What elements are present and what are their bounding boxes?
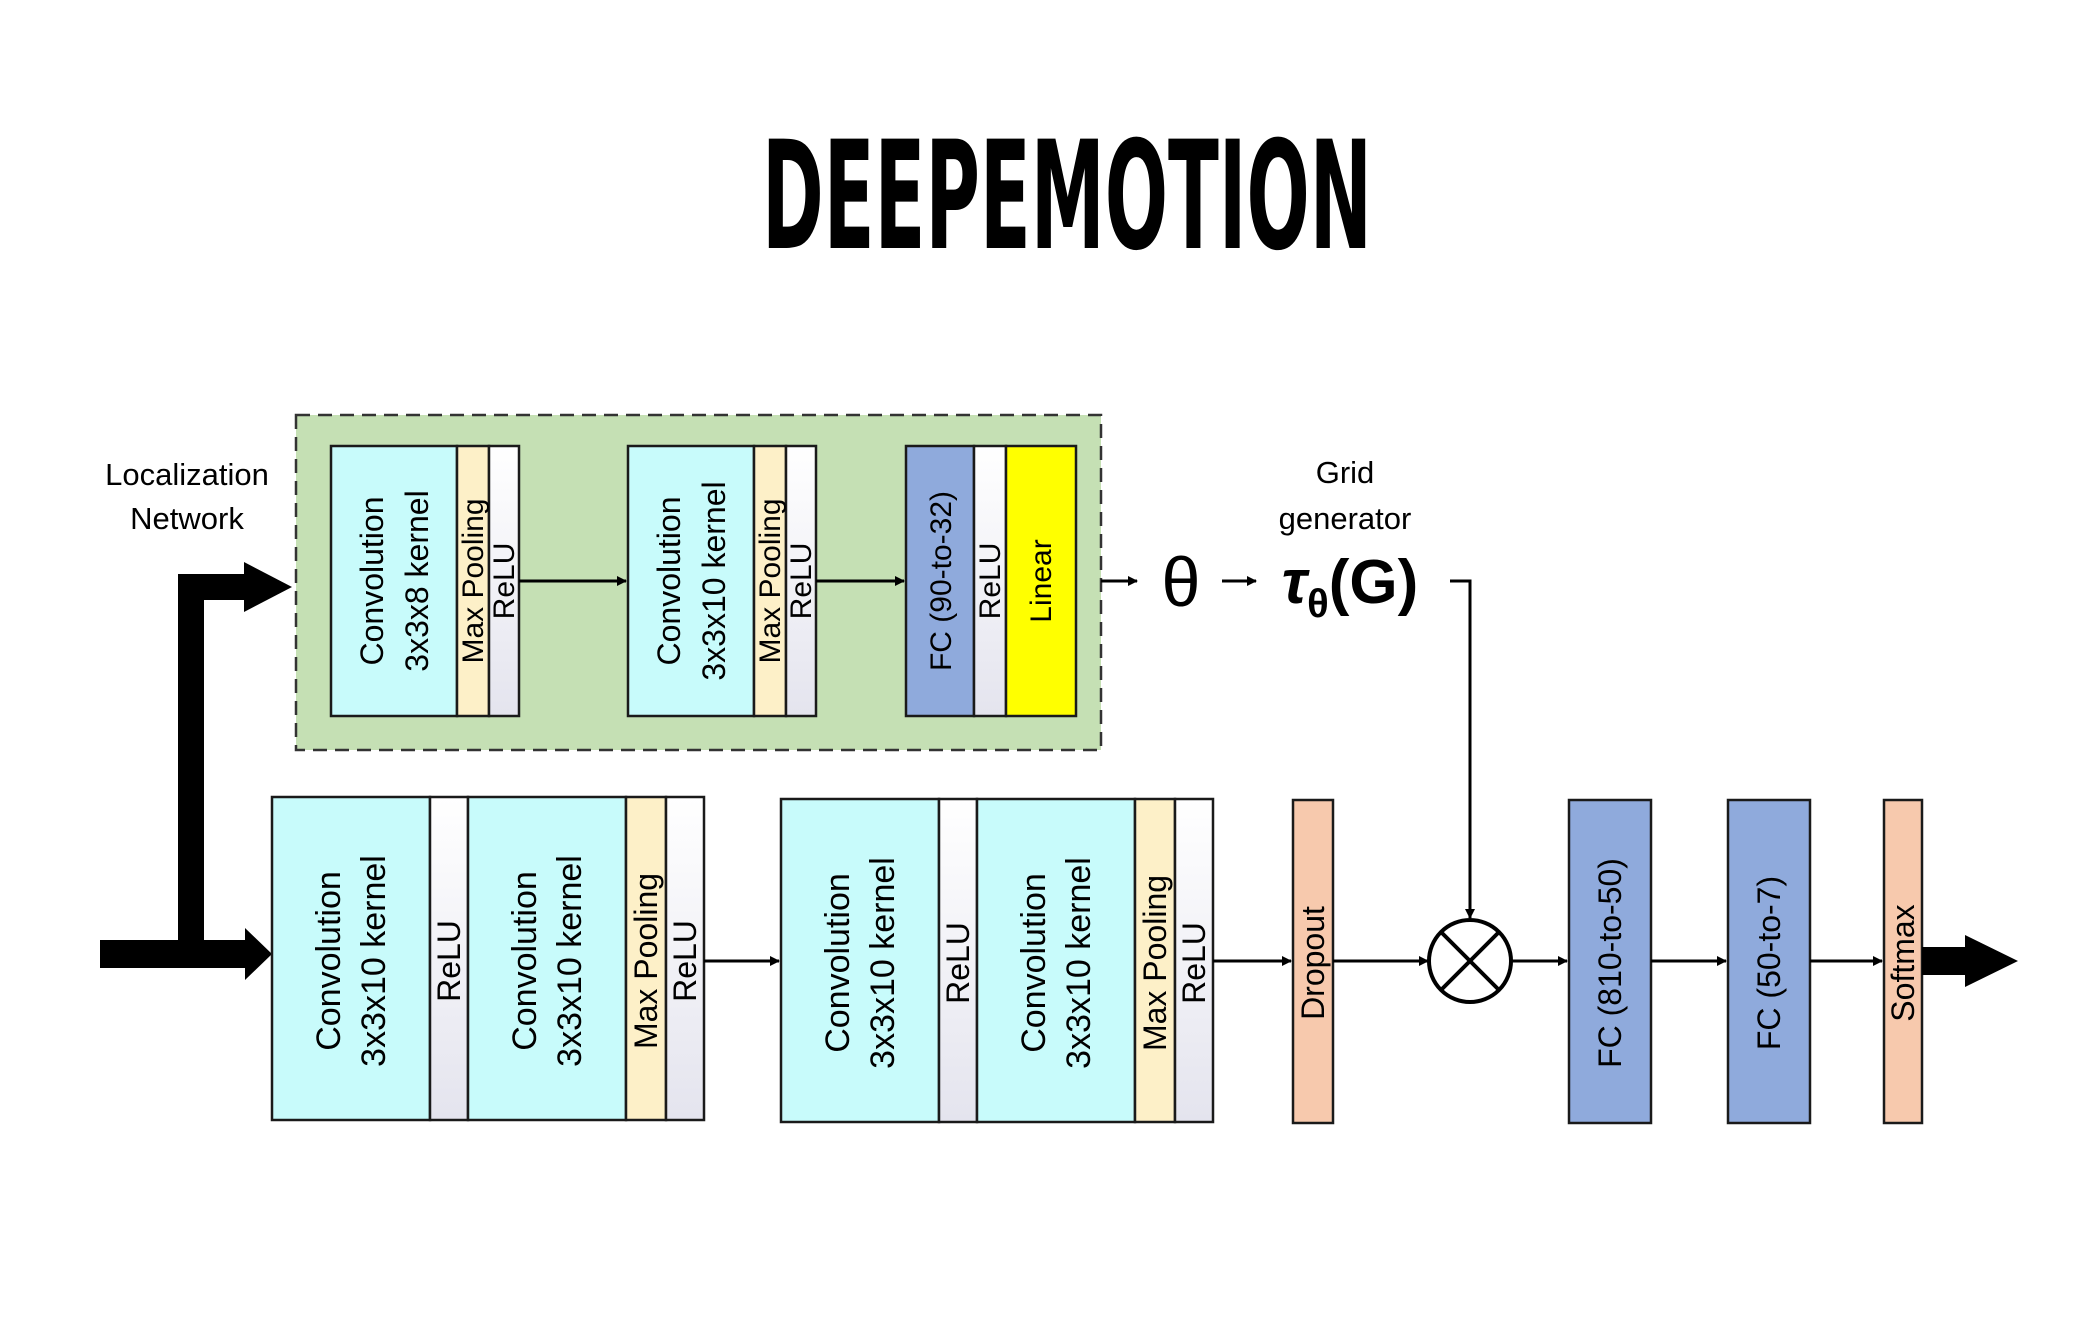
main-conv2-line2: 3x3x10 kernel bbox=[551, 855, 589, 1067]
loc-conv2-line1: Convolution bbox=[651, 497, 687, 666]
main-fc1-label: FC (810-to-50) bbox=[1592, 858, 1628, 1068]
main-pool2-label: Max Pooling bbox=[1137, 875, 1173, 1051]
input-branch-vertical bbox=[178, 574, 204, 968]
main-softmax-block bbox=[1882, 798, 1924, 1125]
main-dropout-label: Dropout bbox=[1295, 906, 1331, 1020]
main-conv2-line1: Convolution bbox=[506, 871, 544, 1051]
loc-pool2-label: Max Pooling bbox=[754, 498, 787, 663]
loc-conv2-line2: 3x3x10 kernel bbox=[696, 481, 732, 680]
input-branch-horizontal bbox=[178, 574, 248, 600]
main-relu2-label: ReLU bbox=[667, 920, 703, 1002]
theta-symbol: θ bbox=[1162, 543, 1201, 621]
diagram-title: DEEPEMOTION bbox=[762, 110, 1372, 284]
loc-relu1-label: ReLU bbox=[488, 543, 521, 620]
main-relu3-label: ReLU bbox=[940, 922, 976, 1004]
main-fc2-label: FC (50-to-7) bbox=[1751, 876, 1787, 1050]
main-conv1-block bbox=[270, 795, 432, 1122]
output-stem bbox=[1922, 947, 1967, 975]
output-arrow bbox=[1965, 935, 2018, 987]
loc-conv1-line1: Convolution bbox=[354, 497, 390, 666]
tau-argument: (G) bbox=[1329, 548, 1419, 617]
main-conv3-block bbox=[779, 797, 941, 1124]
loc-fc-block bbox=[904, 444, 976, 718]
main-conv1-line2: 3x3x10 kernel bbox=[355, 855, 393, 1067]
main-conv4-block bbox=[975, 797, 1137, 1124]
loc-conv1-line2: 3x3x8 kernel bbox=[399, 490, 435, 671]
main-conv4-line1: Convolution bbox=[1015, 873, 1053, 1053]
input-arrow-localization bbox=[244, 562, 292, 612]
multiply-icon bbox=[1427, 918, 1513, 1004]
connector-grid-to-multiply bbox=[1450, 579, 1475, 919]
loc-linear-block bbox=[1004, 444, 1078, 718]
main-conv3-line1: Convolution bbox=[819, 873, 857, 1053]
main-pool1-block bbox=[624, 795, 668, 1122]
loc-conv2-block bbox=[626, 444, 756, 718]
main-relu1-label: ReLU bbox=[431, 920, 467, 1002]
grid-generator-symbol: τθ(G) bbox=[1282, 548, 1419, 626]
loc-relu2-block bbox=[784, 444, 818, 718]
main-conv3-line2: 3x3x10 kernel bbox=[864, 857, 902, 1069]
main-relu3-block bbox=[937, 797, 979, 1124]
localization-label-line1: Localization bbox=[105, 457, 269, 492]
main-conv4-line2: 3x3x10 kernel bbox=[1060, 857, 1098, 1069]
input-stem bbox=[100, 940, 250, 968]
main-pool2-block bbox=[1133, 797, 1177, 1124]
main-relu4-label: ReLU bbox=[1176, 922, 1212, 1004]
tau-symbol: τ bbox=[1282, 548, 1310, 617]
loc-linear-label: Linear bbox=[1025, 539, 1058, 622]
main-conv1-line1: Convolution bbox=[310, 871, 348, 1051]
main-pool1-label: Max Pooling bbox=[628, 873, 664, 1049]
loc-pool1-block bbox=[455, 444, 491, 718]
main-softmax-label: Softmax bbox=[1885, 904, 1921, 1021]
localization-label-line2: Network bbox=[130, 501, 244, 536]
loc-conv1-block bbox=[329, 444, 459, 718]
loc-relu3-label: ReLU bbox=[974, 543, 1007, 620]
main-relu2-block bbox=[664, 795, 706, 1122]
input-arrow-main bbox=[245, 928, 272, 980]
grid-label-line2: generator bbox=[1279, 501, 1412, 536]
loc-pool1-label: Max Pooling bbox=[457, 498, 490, 663]
loc-relu2-label: ReLU bbox=[785, 543, 818, 620]
tau-subscript: θ bbox=[1307, 582, 1329, 626]
loc-relu3-block bbox=[972, 444, 1008, 718]
grid-label-line1: Grid bbox=[1316, 455, 1375, 490]
loc-relu1-block bbox=[487, 444, 521, 718]
main-conv2-block bbox=[466, 795, 628, 1122]
loc-fc-label: FC (90-to-32) bbox=[925, 491, 958, 671]
